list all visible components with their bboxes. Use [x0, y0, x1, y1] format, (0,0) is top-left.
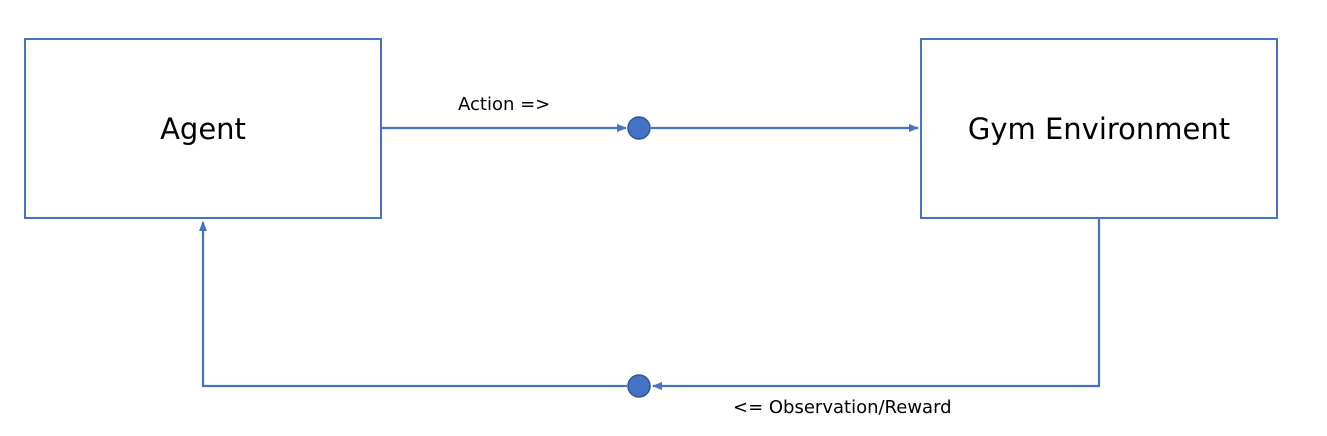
observation-edge-segment-2 — [199, 221, 627, 388]
environment-label: Gym Environment — [967, 111, 1231, 146]
environment-node: Gym Environment — [920, 38, 1278, 219]
observation-edge-label: <= Observation/Reward — [733, 397, 952, 418]
agent-node: Agent — [24, 38, 382, 219]
observation-junction — [627, 374, 651, 398]
action-edge-label: Action => — [458, 94, 551, 115]
action-junction — [627, 116, 651, 140]
observation-edge-segment-1 — [652, 219, 1101, 390]
agent-label: Agent — [160, 111, 246, 146]
